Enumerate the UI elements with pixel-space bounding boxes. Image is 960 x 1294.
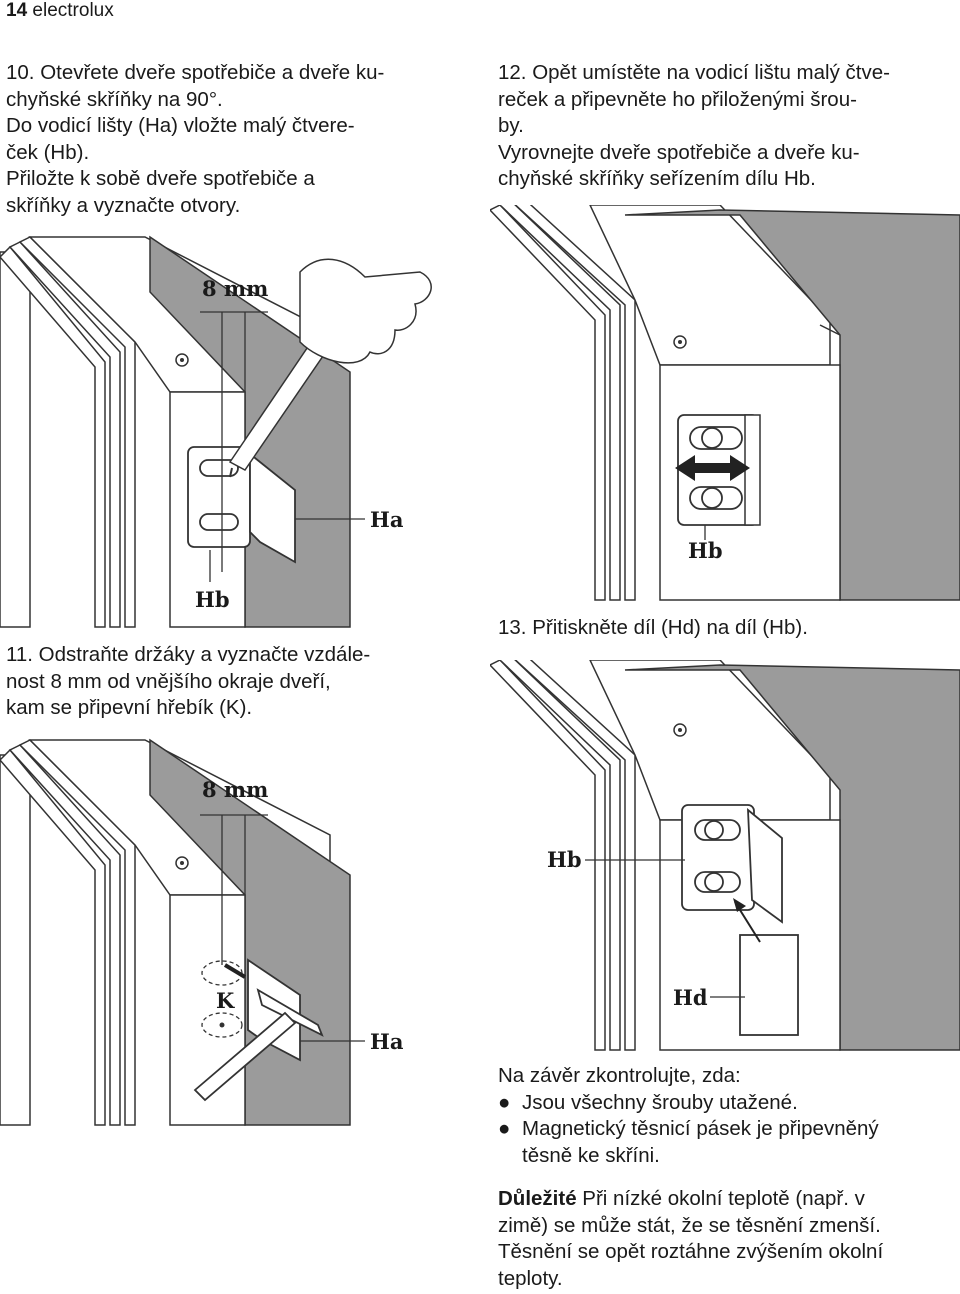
- figure-step-11: [0, 738, 365, 1126]
- final-check-bullet-2-text: Magnetický těsnicí pásek je připevněný t…: [522, 1117, 879, 1167]
- figure-step-13: [490, 660, 960, 1051]
- fig1-ha-label: Ha: [370, 507, 404, 532]
- final-check-section: Na závěr zkontrolujte, zda: ●Jsou všechn…: [498, 1063, 958, 1169]
- step-12-text: 12. Opět umístěte na vodicí lištu malý č…: [498, 61, 890, 190]
- step-10-text: 10. Otevřete dveře spotřebiče a dveře ku…: [6, 61, 385, 217]
- final-check-intro: Na závěr zkontrolujte, zda:: [498, 1064, 741, 1087]
- figure-step-12: [490, 205, 960, 601]
- final-check-bullet-2: ●Magnetický těsnicí pásek je připevněný …: [498, 1116, 958, 1169]
- important-note: Důležité Při nízké okolní teplotě (např.…: [498, 1186, 958, 1292]
- fig1-hb-label: Hb: [195, 587, 230, 612]
- step-13-text: 13. Přitiskněte díl (Hd) na díl (Hb).: [498, 616, 808, 639]
- fig2-hb-label: Hb: [688, 538, 723, 563]
- step-11-text: 11. Odstraňte držáky a vyznačte vzdále- …: [6, 643, 371, 719]
- fig4-hb-label: Hb: [547, 847, 582, 872]
- important-label: Důležité: [498, 1187, 577, 1210]
- fig3-ha-label: Ha: [370, 1029, 404, 1054]
- fig3-k-label: K: [216, 988, 235, 1013]
- final-check-bullet-1-text: Jsou všechny šrouby utažené.: [522, 1090, 798, 1114]
- final-check-bullet-1: ●Jsou všechny šrouby utažené.: [498, 1090, 798, 1114]
- fig3-dimension-label: 8 mm: [202, 777, 269, 802]
- fig4-hd-label: Hd: [673, 985, 708, 1010]
- important-text: Při nízké okolní teplotě (např. v zimě) …: [498, 1187, 884, 1290]
- brand-name: electrolux: [32, 0, 114, 21]
- page-header: 14 electrolux: [6, 0, 114, 22]
- page-number: 14: [6, 0, 28, 21]
- figure-step-10: [0, 235, 432, 628]
- fig1-dimension-label: 8 mm: [202, 276, 269, 301]
